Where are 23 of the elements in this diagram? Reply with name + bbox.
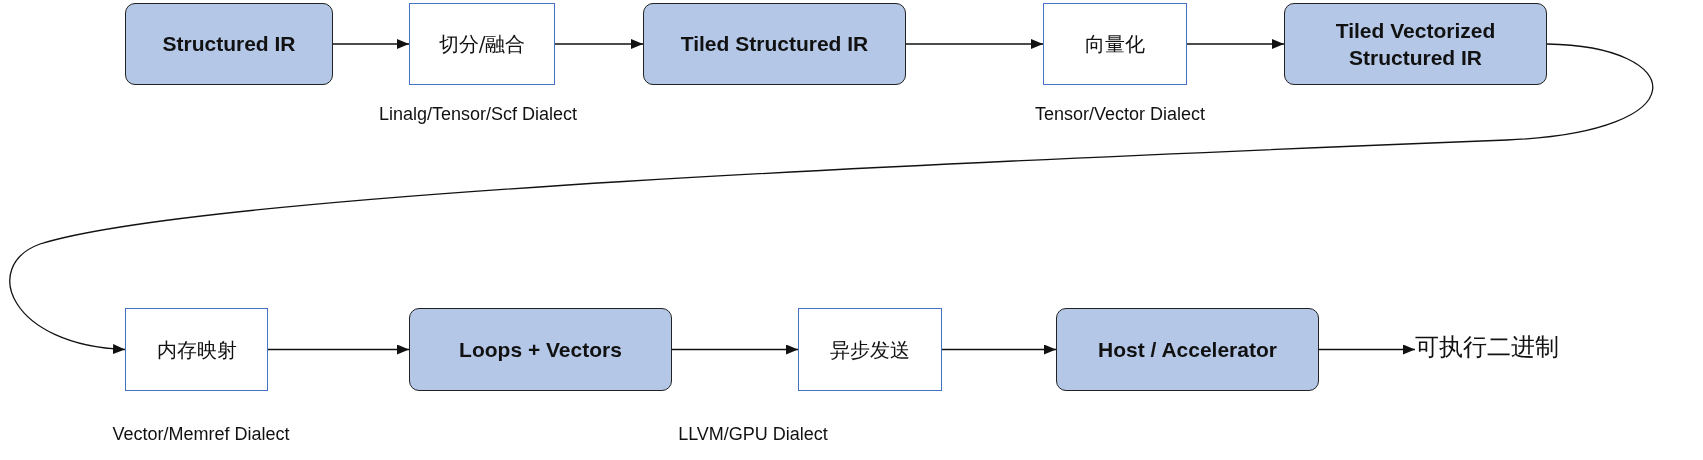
pass-box: 内存映射 xyxy=(125,308,268,391)
pass-box: 切分/融合 xyxy=(409,3,555,85)
arrow xyxy=(905,39,1044,49)
arrow xyxy=(554,39,644,49)
ir-box: Host / Accelerator xyxy=(1056,308,1319,391)
ir-box: Loops + Vectors xyxy=(409,308,672,391)
arrow xyxy=(9,43,1654,354)
arrow xyxy=(941,344,1057,355)
arrow xyxy=(332,39,410,49)
arrow xyxy=(1186,39,1285,49)
output-text: 可执行二进制 xyxy=(1415,332,1559,363)
dialect-label: Tensor/Vector Dialect xyxy=(1034,104,1206,125)
dialect-label: Linalg/Tensor/Scf Dialect xyxy=(378,104,578,125)
ir-box: Tiled Vectorized Structured IR xyxy=(1284,3,1547,85)
pass-box: 向量化 xyxy=(1043,3,1187,85)
pass-box: 异步发送 xyxy=(798,308,942,391)
dialect-label: LLVM/GPU Dialect xyxy=(678,424,828,445)
ir-box: Structured IR xyxy=(125,3,333,85)
arrow xyxy=(1318,344,1416,355)
ir-box: Tiled Structured IR xyxy=(643,3,906,85)
dialect-label: Vector/Memref Dialect xyxy=(112,424,290,445)
arrow xyxy=(267,344,410,355)
arrow xyxy=(671,344,799,355)
